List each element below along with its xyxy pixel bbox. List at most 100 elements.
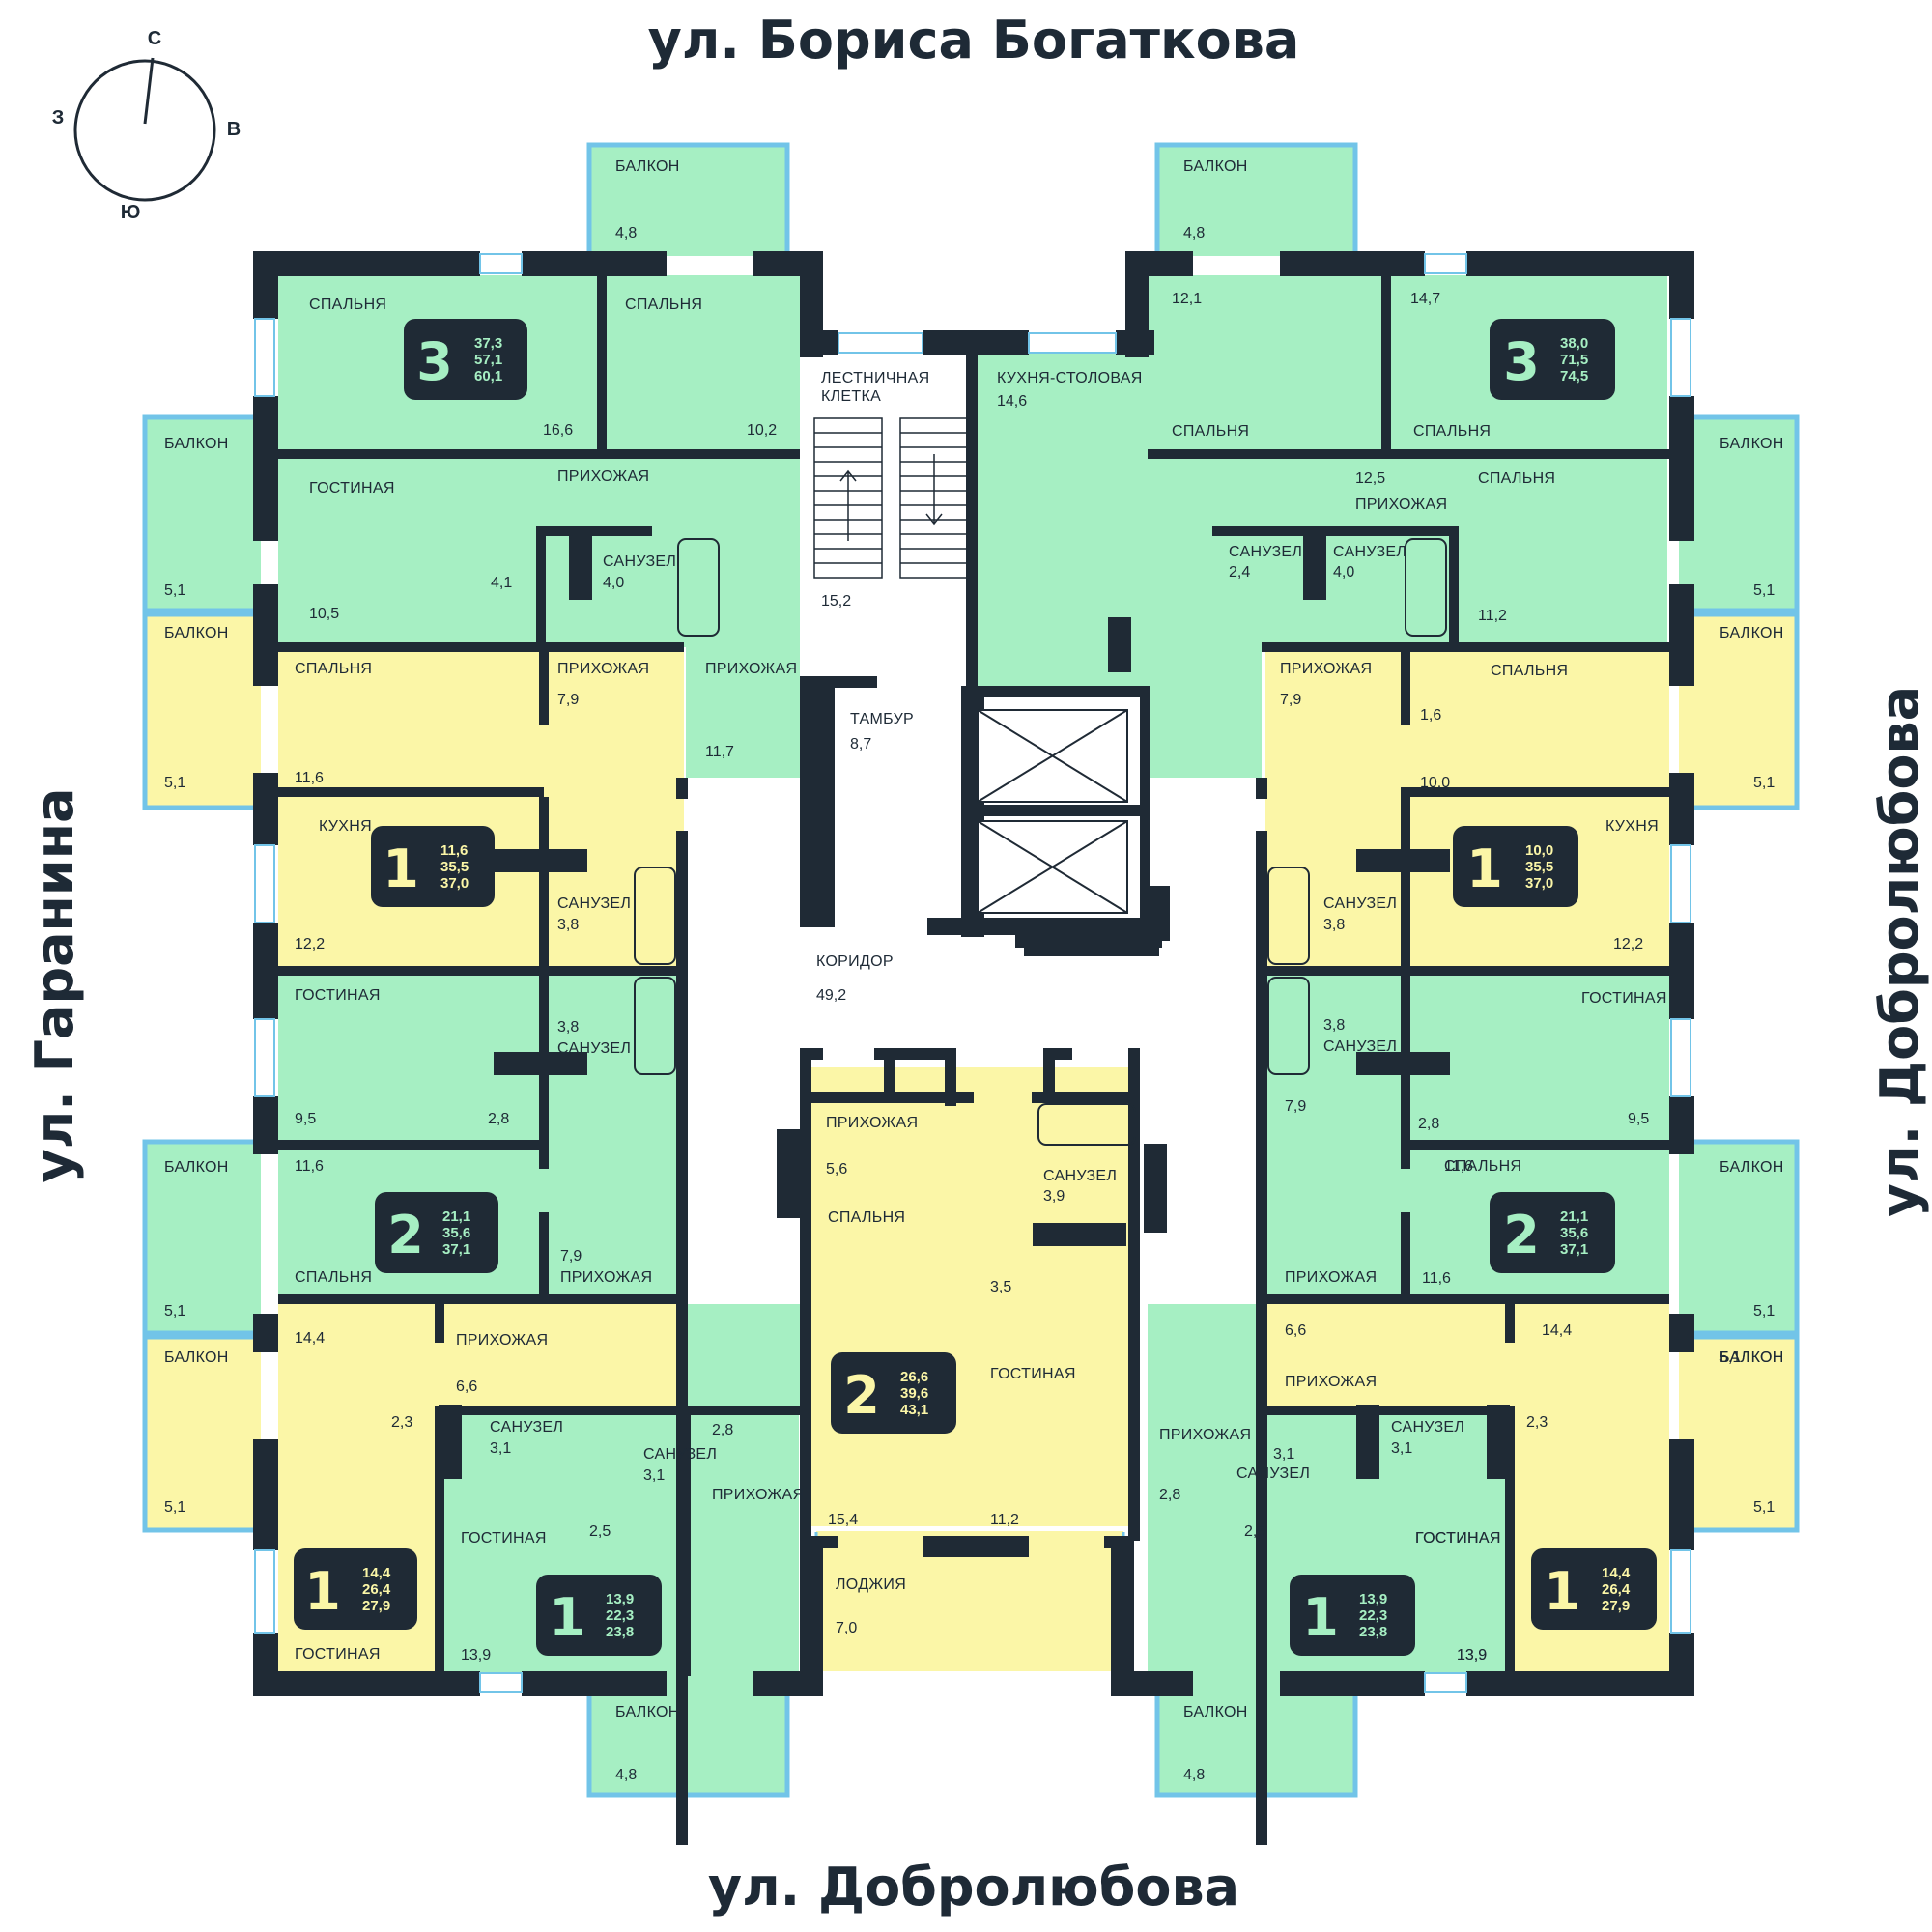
wall	[1265, 1406, 1507, 1415]
wall	[1280, 1671, 1425, 1696]
balcony-fill	[1157, 145, 1355, 256]
wall	[1043, 1048, 1055, 1101]
apartment-area: 14,4	[362, 1565, 391, 1581]
apartment-area: 37,1	[442, 1241, 470, 1258]
room-56-label: ПРИХОЖАЯ	[456, 1332, 548, 1349]
window	[254, 1549, 275, 1634]
apartment-fill	[810, 1067, 1138, 1526]
room-37-label: ГОСТИНАЯ	[1581, 990, 1667, 1007]
bathtub	[1267, 867, 1310, 965]
balcony-border	[142, 611, 261, 810]
room-32-area: 3,8	[1323, 917, 1345, 933]
apartment-badge-bg	[1531, 1548, 1657, 1630]
room-63-area: 5,1	[1753, 1499, 1775, 1516]
apartment-badge: 1 13,9 22,3 23,8	[1290, 1575, 1415, 1656]
room-72-area: 2,5	[1244, 1523, 1265, 1540]
window	[1670, 844, 1691, 923]
room-38-label: САНУЗЕЛ	[1323, 1038, 1397, 1055]
vent-shaft	[1487, 1405, 1510, 1479]
room-68-area: 3,1	[1273, 1446, 1294, 1463]
room-31-area: 12,2	[1613, 936, 1643, 952]
room-3-area: 10,2	[747, 422, 777, 439]
vent-shaft	[1356, 1052, 1450, 1075]
room-21-label: БАЛКОН	[1719, 625, 1784, 641]
wall	[1401, 1212, 1410, 1299]
room-27-area: 10,0	[1420, 775, 1450, 791]
apartment-fill	[1262, 1304, 1669, 1410]
wall	[539, 797, 549, 966]
wall	[961, 805, 1145, 816]
window	[479, 253, 523, 274]
wall	[565, 1406, 807, 1415]
room-35-area: 2,8	[488, 1111, 509, 1127]
wall	[1466, 1671, 1694, 1696]
balcony-fill	[1679, 614, 1797, 808]
balcony-border	[1679, 1139, 1800, 1336]
balcony-fill	[145, 1337, 261, 1530]
room-16-area: 12,5	[1355, 470, 1385, 487]
room-29-label: КУХНЯ	[319, 818, 372, 835]
apartment-badge-bg	[1490, 319, 1615, 400]
street-top: ул. Бориса Богаткова	[648, 10, 1300, 71]
wall	[278, 449, 800, 459]
balcony-border	[142, 1334, 261, 1533]
window	[1424, 1672, 1467, 1693]
wall	[435, 1406, 444, 1676]
room-34-label: ГОСТИНАЯ	[295, 987, 381, 1004]
apartment-fill	[686, 642, 800, 778]
wall	[522, 251, 667, 276]
room-77-label: БАЛКОН	[1183, 1704, 1248, 1720]
stair-arrow-down	[925, 454, 943, 526]
compass-ring	[73, 59, 216, 202]
room-12-label: БАЛКОН	[1719, 436, 1784, 452]
room-38-area: 3,8	[1323, 1017, 1345, 1034]
apartment-area: 26,4	[1602, 1581, 1631, 1598]
wall	[1043, 1048, 1072, 1060]
apartment-badge: 1 11,6 35,5 37,0	[371, 826, 495, 907]
vent-shaft	[1147, 886, 1170, 941]
balcony-border	[142, 1139, 261, 1336]
room-17-label: СПАЛЬНЯ	[1478, 470, 1555, 487]
wall	[961, 686, 1145, 697]
wall	[1280, 251, 1425, 276]
room-45-label: ГОСТИНАЯ	[990, 1366, 1076, 1382]
apartment-rooms: 1	[1302, 1587, 1339, 1648]
window	[1670, 1549, 1691, 1634]
wall	[278, 787, 544, 797]
wall	[253, 1671, 480, 1696]
room-66-label: ПРИХОЖАЯ	[1285, 1374, 1377, 1390]
room-62-area: 2,5	[589, 1523, 611, 1540]
compass-west: З	[52, 107, 65, 128]
room-28-area: 1,6	[1420, 707, 1441, 724]
apartment-area: 57,1	[474, 352, 502, 368]
room-5-label: КЛЕТКА	[821, 388, 881, 405]
stair-arrow-up	[839, 469, 857, 541]
apartment-rooms: 2	[843, 1365, 880, 1426]
room-70-area: 2,3	[1526, 1414, 1548, 1431]
room-0-area: 4,8	[615, 225, 637, 242]
room-10-label: СПАЛЬНЯ	[1413, 423, 1491, 440]
apartment-badge-bg	[536, 1575, 662, 1656]
apartment-rooms: 2	[387, 1205, 424, 1265]
wall	[1262, 1294, 1669, 1304]
bathtub	[634, 977, 676, 1075]
room-45-area: 11,2	[990, 1512, 1019, 1528]
room-22-area: 11,6	[295, 770, 324, 786]
window	[1670, 1018, 1691, 1097]
room-59-area: 3,1	[643, 1467, 665, 1484]
wall	[1669, 923, 1694, 1019]
wall	[1401, 797, 1410, 966]
room-3-label: СПАЛЬНЯ	[625, 297, 702, 313]
room-2-area: 16,6	[543, 422, 573, 439]
vent-shaft	[1108, 617, 1131, 672]
apartment-fill	[1148, 1304, 1262, 1415]
room-16-label: ПРИХОЖАЯ	[1355, 497, 1447, 513]
wall	[253, 923, 278, 1019]
bathtub	[677, 538, 720, 637]
vent-shaft	[494, 849, 587, 872]
vent-shafts	[439, 526, 1510, 1479]
room-7-area: 12,1	[1172, 291, 1202, 307]
apartment-badge: 1 14,4 26,4 27,9	[294, 1548, 417, 1630]
window	[1028, 332, 1117, 354]
wall	[1111, 1536, 1134, 1696]
